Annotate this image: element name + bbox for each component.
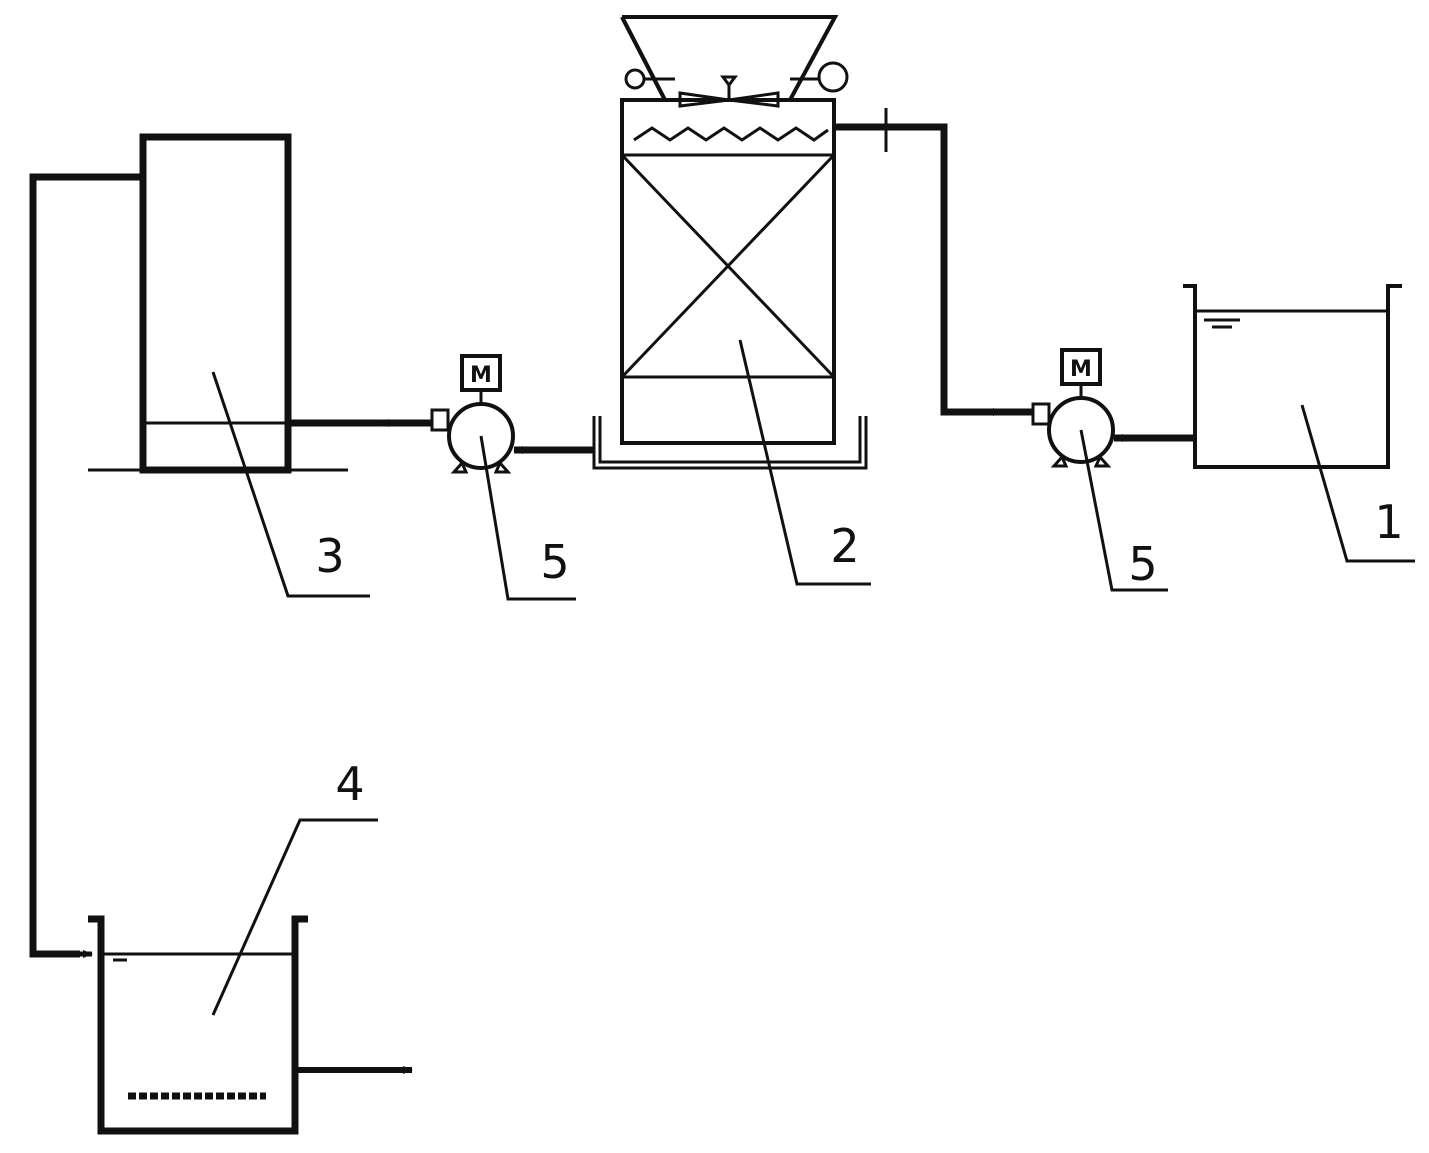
valve-icon (817, 61, 849, 93)
pipes (29, 108, 1195, 1074)
small-valve-icon (624, 68, 646, 90)
motor-icon (460, 354, 502, 392)
motor-icon (1060, 348, 1102, 386)
label-cooling-tower: 2 (830, 519, 859, 573)
label-raw-tank: 1 (1374, 495, 1403, 549)
cooling-tower-2 (592, 15, 868, 470)
label-column: 3 (315, 529, 344, 583)
pump-right: M (1031, 348, 1115, 468)
leader-lines (211, 339, 1415, 1016)
raw-tank-1 (1183, 284, 1402, 469)
label-outlet-tank: 4 (335, 757, 364, 811)
motor-label: M (470, 363, 492, 388)
label-pump-left: 5 (540, 535, 569, 589)
label-pump-right: 5 (1128, 537, 1157, 591)
outlet-tank-4 (88, 915, 308, 1135)
pump-left: M (430, 354, 515, 474)
motor-label: M (1070, 357, 1092, 382)
column-3 (88, 133, 348, 474)
